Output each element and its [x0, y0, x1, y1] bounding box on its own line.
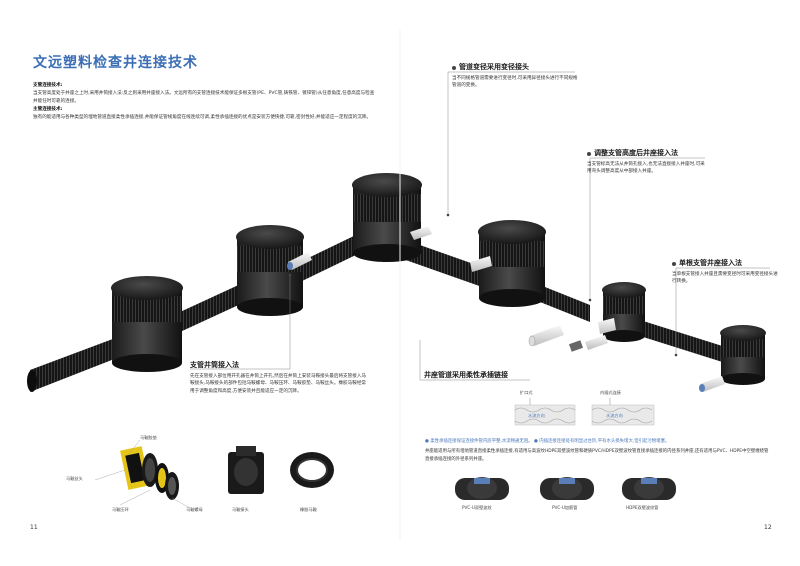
label-base-2: PVC-U加筋管 — [552, 505, 578, 510]
page-number-right: 12 — [764, 524, 772, 531]
callout-single-title: 单根支管井座接入法 — [679, 259, 742, 267]
callout-reducer-title: 管道变径采用变径接头 — [459, 63, 529, 71]
water-direction-left: 水流方向 — [528, 413, 545, 418]
label-saddle-nut: 马鞍丝头 — [66, 476, 83, 481]
notes-block: ● 柔性承插连接保证连接件管内底平整,水流畅通无阻。 ● 内插连接连接处有明显过… — [425, 438, 770, 463]
label-saddle-joint: 马鞍接头 — [232, 507, 249, 512]
manhole-5 — [602, 282, 646, 342]
saddle-parts-illustration — [120, 446, 179, 500]
base-illustration-1 — [455, 477, 509, 500]
callout-branch-text: 先在支管接入部位用开孔器在井筒上开孔,然后在井筒上安装马鞍接头最后将支管接入马鞍… — [190, 373, 367, 394]
label-base-3: HDPE双壁波纹管 — [626, 505, 659, 510]
callout-single-text: 当单根支管接入井座且需要变径时可采用变径接头进行转换。 — [672, 271, 778, 285]
callout-single: 单根支管井座接入法 当单根支管接入井座且需要变径时可采用变径接头进行转换。 — [672, 259, 778, 286]
leader-lines — [190, 71, 770, 381]
label-saddle-ring: 马鞍压环 — [112, 507, 129, 512]
socket-diagram-left — [514, 398, 576, 426]
socket-label-left: 扩口式 — [520, 390, 533, 395]
socket-diagram-right — [591, 398, 655, 426]
base-illustration-3 — [622, 477, 676, 500]
intro-heading-main: 主管连接技术: — [33, 106, 63, 112]
base-illustration-2 — [540, 477, 594, 500]
label-saddle-bolt: 马鞍螺母 — [186, 507, 203, 512]
callout-adjust-text: 当支管标高无法从井筒孔接入,也无法直接接入井座时,可采用弯头调整高度从中部接入井… — [587, 161, 705, 175]
intro-paragraph-main: 独有的能适用与各种类型的埋地管道直接柔性承插连接,井能保证管线角度在线连续可调,… — [33, 114, 372, 120]
intro-text: 支管连接技术: 当支管高度处于井座之上时,采用井筒接入法:反之则采用井座接入法。… — [33, 82, 378, 122]
branch-pipes — [287, 226, 725, 392]
label-base-1: PVC-U双壁波纹 — [462, 505, 492, 510]
callout-flex-title: 井座管道采用柔性承插链接 — [424, 371, 508, 379]
manhole-2 — [236, 225, 304, 316]
note-socket-comparison: ● 柔性承插连接保证连接件管内底平整,水流畅通无阻。 ● 内插连接连接处有明显过… — [425, 439, 670, 444]
label-rubber-saddle: 橡胶马鞍 — [300, 507, 317, 512]
callout-branch-title: 支管井筒接入法 — [190, 361, 239, 369]
saddle-joint-illustration — [228, 446, 264, 494]
water-direction-right: 水流方向 — [606, 413, 623, 418]
callout-reducer-text: 当不同规格管道需要进行变径时,可采用异径接头进行不同规格管道的变换。 — [452, 75, 578, 89]
callout-adjust-title: 调整支管高度后井座接入法 — [594, 149, 678, 157]
page-number-left: 11 — [30, 524, 38, 531]
socket-label-right: 内插式连接 — [600, 390, 621, 395]
manhole-6 — [720, 325, 766, 385]
intro-heading-branch: 支管连接技术: — [33, 83, 63, 88]
callout-adjust: 调整支管高度后井座接入法 当支管标高无法从井筒孔接入,也无法直接接入井座时,可采… — [587, 149, 707, 176]
callout-branch: 支管井筒接入法 先在支管接入部位用开孔器在井筒上开孔,然后在井筒上安装马鞍接头最… — [190, 361, 368, 395]
label-saddle-gasket: 马鞍胶垫 — [140, 435, 157, 440]
manhole-3 — [352, 173, 422, 262]
callout-flex: 井座管道采用柔性承插链接 — [424, 371, 564, 383]
callout-reducer: 管道变径采用变径接头 当不同规格管道需要进行变径时,可采用异径接头进行不同规格管… — [452, 63, 580, 90]
intro-paragraph-branch: 当支管高度处于井座之上时,采用井筒接入法:反之则采用井座接入法。文远所有的支管连… — [33, 90, 375, 104]
manhole-1 — [111, 276, 183, 372]
page-title: 文远塑料检查井连接技术 — [33, 55, 198, 71]
note-base-compatibility: 井座能适用与所有埋地管道直接柔性承插连接,有适用与高波纹HDPE双壁波纹管和硬质… — [425, 449, 769, 462]
rubber-saddle-illustration — [290, 452, 334, 488]
